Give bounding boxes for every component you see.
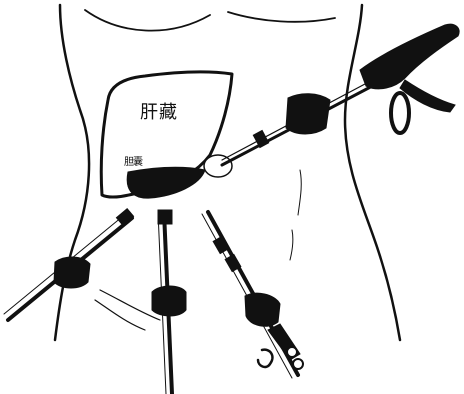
grasper-instrument (222, 24, 459, 165)
center-trocar-instrument (152, 210, 186, 394)
gallbladder-label: 胆囊 (124, 158, 142, 168)
gallbladder-shape (127, 155, 232, 198)
left-trocar-instrument (4, 209, 134, 320)
liver-label: 肝藏 (140, 104, 178, 122)
right-trocar-instrument (202, 212, 303, 378)
